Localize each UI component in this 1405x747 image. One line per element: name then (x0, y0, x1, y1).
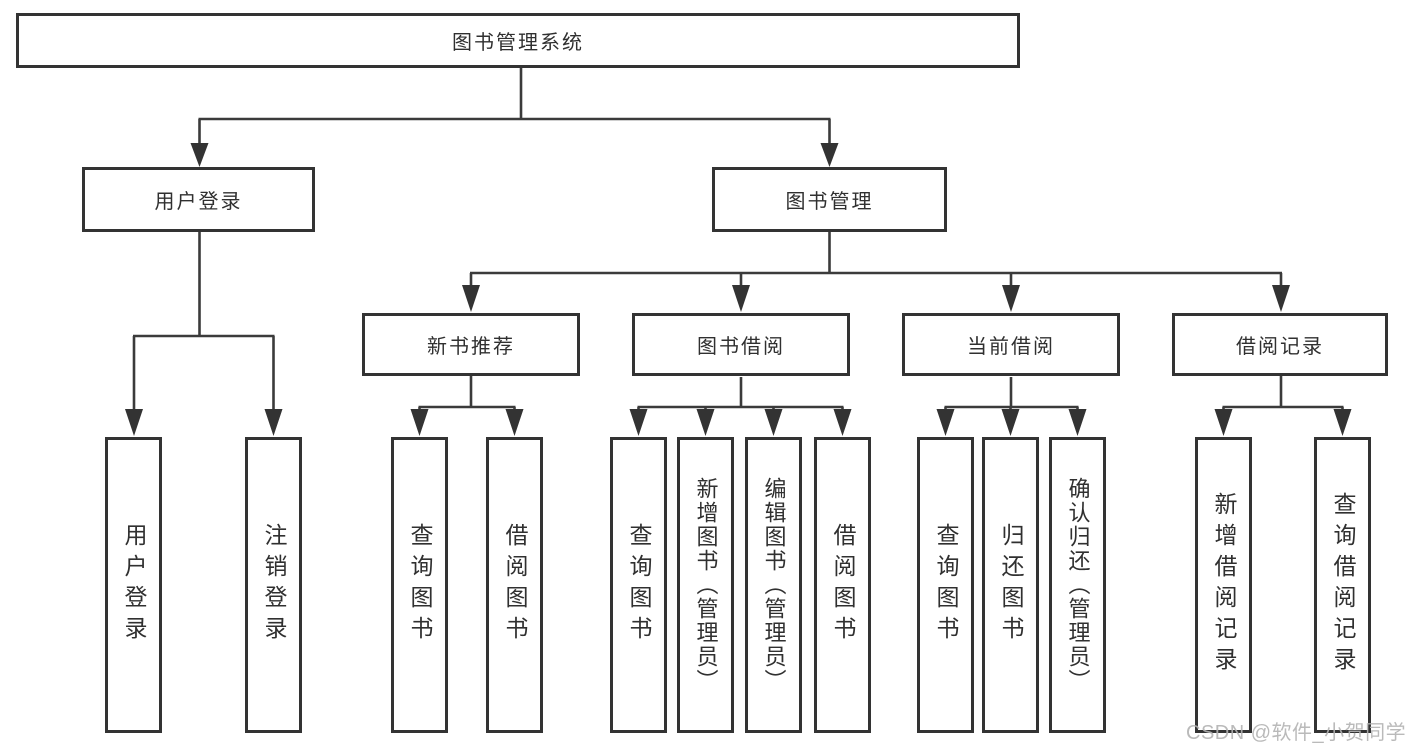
leaf-return-book: 归还图书 (982, 437, 1039, 733)
watermark: CSDN @软件_小贺同学 (1186, 722, 1405, 744)
leaf-label: 编辑图书（管理员） (761, 477, 787, 693)
leaf-label: 查询借阅记录 (1330, 492, 1356, 678)
leaf-label: 查询图书 (407, 523, 433, 647)
leaf-edit-book-admin: 编辑图书（管理员） (745, 437, 802, 733)
leaf-label: 借阅图书 (502, 523, 528, 647)
node-label: 图书借阅 (697, 336, 785, 358)
leaf-label: 新增图书（管理员） (693, 477, 719, 693)
node-label: 图书管理 (785, 191, 874, 213)
leaf-logout-login: 注销登录 (245, 437, 302, 733)
leaf-query-books-borrow: 查询图书 (610, 437, 667, 733)
node-label: 借阅记录 (1236, 336, 1324, 358)
node-label: 新书推荐 (427, 336, 515, 358)
leaf-label: 查询图书 (933, 523, 959, 647)
leaf-query-books-current: 查询图书 (917, 437, 974, 733)
node-user-login: 用户登录 (82, 167, 315, 232)
leaf-label: 确认归还（管理员） (1065, 477, 1091, 693)
leaf-add-book-admin: 新增图书（管理员） (677, 437, 734, 733)
leaf-add-borrow-record: 新增借阅记录 (1195, 437, 1252, 733)
leaf-borrow-books-recommend: 借阅图书 (486, 437, 543, 733)
node-borrow-records: 借阅记录 (1172, 313, 1388, 376)
node-current-borrow: 当前借阅 (902, 313, 1120, 376)
leaf-user-login: 用户登录 (105, 437, 162, 733)
node-label: 当前借阅 (967, 336, 1055, 358)
node-label: 图书管理系统 (452, 32, 584, 54)
leaf-label: 借阅图书 (830, 523, 856, 647)
leaf-query-borrow-record: 查询借阅记录 (1314, 437, 1371, 733)
node-new-book-recommend: 新书推荐 (362, 313, 580, 376)
leaf-label: 归还图书 (998, 523, 1024, 647)
leaf-label: 注销登录 (261, 523, 287, 647)
node-book-management: 图书管理 (712, 167, 947, 232)
leaf-confirm-return-admin: 确认归还（管理员） (1049, 437, 1106, 733)
node-book-borrow: 图书借阅 (632, 313, 850, 376)
leaf-query-books-recommend: 查询图书 (391, 437, 448, 733)
leaf-label: 用户登录 (121, 523, 147, 647)
leaf-label: 新增借阅记录 (1211, 492, 1237, 678)
node-label: 用户登录 (154, 191, 243, 213)
leaf-label: 查询图书 (626, 523, 652, 647)
node-root-library-system: 图书管理系统 (16, 13, 1020, 68)
leaf-borrow-books: 借阅图书 (814, 437, 871, 733)
